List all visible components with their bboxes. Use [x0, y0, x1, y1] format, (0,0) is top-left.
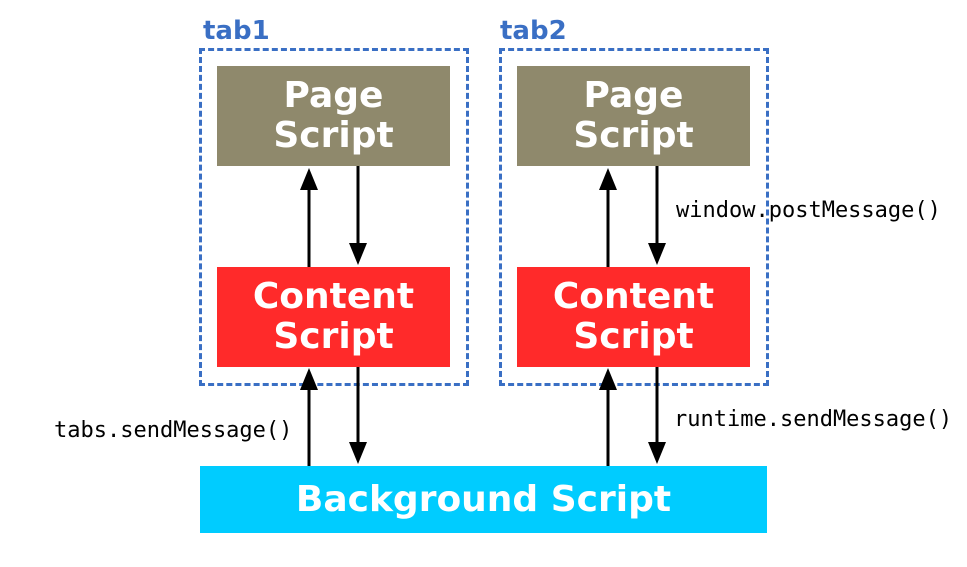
tab2-page-script-label: Page Script — [573, 75, 694, 156]
tab1-content-script: Content Script — [217, 267, 450, 367]
tab2-content-script: Content Script — [517, 267, 750, 367]
tab2-page-script: Page Script — [517, 66, 750, 166]
runtime-send-message-label: runtime.sendMessage() — [674, 407, 953, 432]
window-post-message-label: window.postMessage() — [676, 198, 941, 223]
tab2-arrow-content-to-background — [648, 367, 666, 464]
background-script: Background Script — [200, 466, 767, 533]
tab2-label: tab2 — [500, 16, 567, 46]
tab1-page-script-label: Page Script — [273, 75, 394, 156]
tabs-send-message-label: tabs.sendMessage() — [54, 418, 293, 443]
tab1-arrow-page-to-content — [349, 166, 367, 265]
tab2-arrow-background-to-content — [599, 368, 617, 466]
tab2-arrow-content-to-page — [599, 168, 617, 267]
tab2-frame — [499, 48, 769, 386]
tab1-arrow-content-to-page — [300, 168, 318, 267]
tab2-arrow-page-to-content — [648, 166, 666, 265]
tab1-label: tab1 — [203, 16, 270, 46]
tab1-content-script-label: Content Script — [252, 276, 415, 357]
tab1-arrow-background-to-content — [300, 368, 318, 466]
tab1-page-script: Page Script — [217, 66, 450, 166]
background-script-label: Background Script — [295, 478, 672, 520]
tab1-frame — [199, 48, 469, 386]
tab2-content-script-label: Content Script — [552, 276, 715, 357]
tab1-arrow-content-to-background — [349, 367, 367, 464]
